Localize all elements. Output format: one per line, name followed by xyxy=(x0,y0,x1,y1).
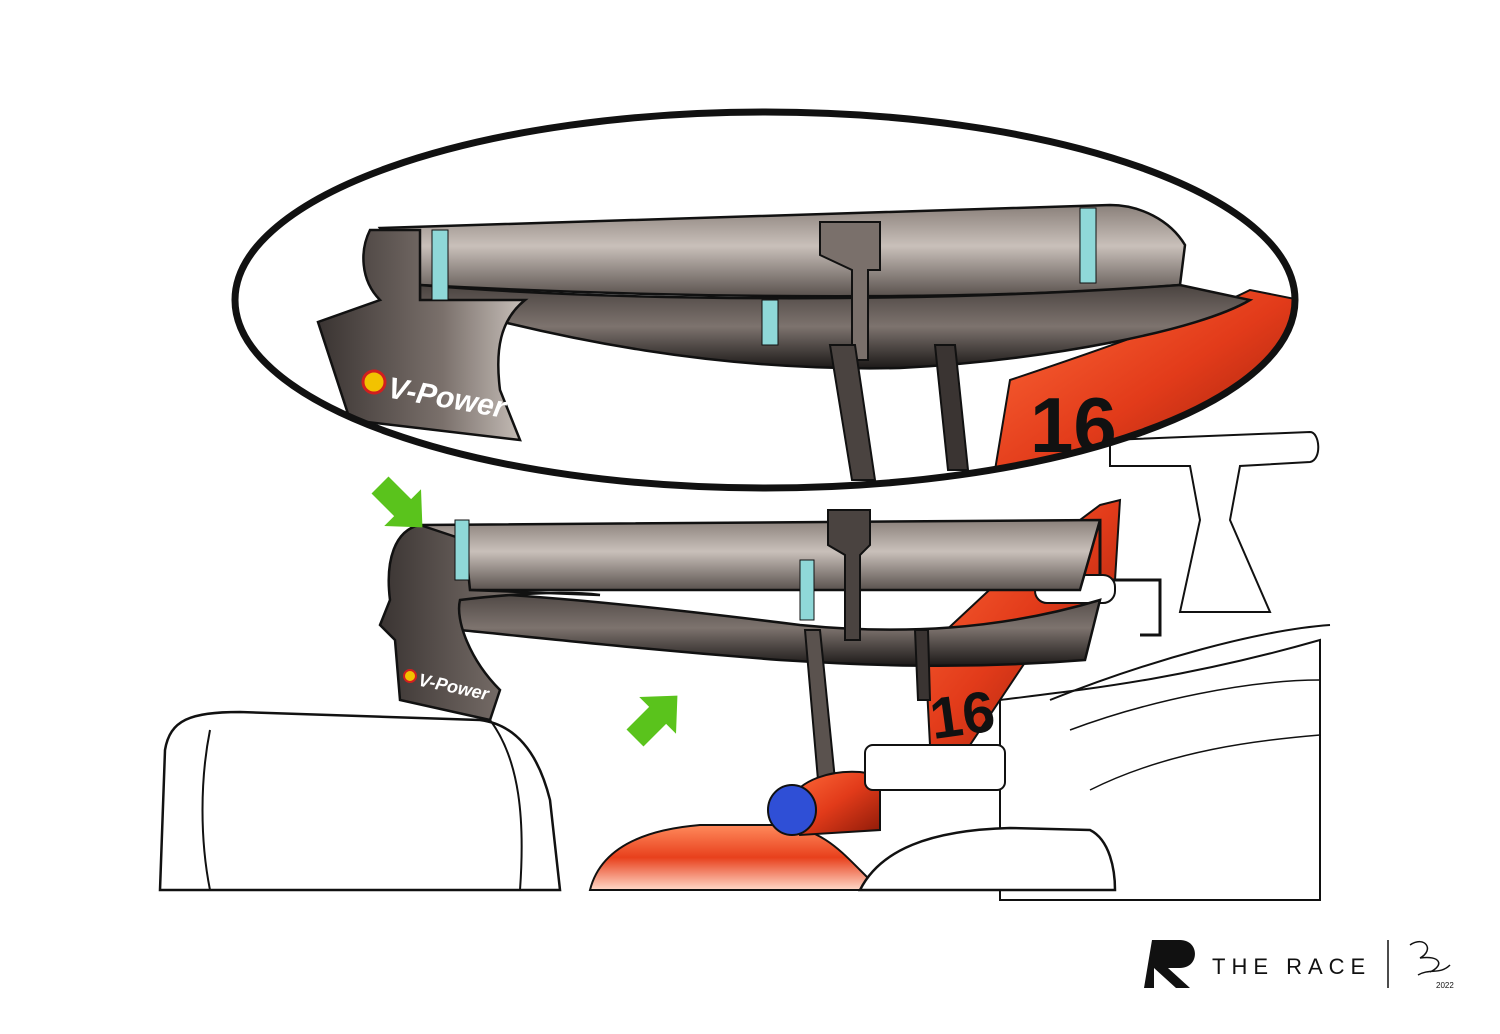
drs-actuator xyxy=(827,509,871,641)
left-endplate xyxy=(378,523,601,722)
arrow-down-right-icon xyxy=(371,476,423,528)
main-car-number: 16 xyxy=(926,679,999,752)
artist-signature: 2022 xyxy=(1409,940,1454,990)
signature-year: 2022 xyxy=(1436,981,1454,990)
rear-tyre xyxy=(158,710,562,892)
detail-drs-actuator xyxy=(819,221,881,361)
watermark: THE RACE 2022 xyxy=(1144,940,1454,990)
engine-cover xyxy=(588,824,883,891)
main-rear-wing-main-plane xyxy=(427,588,1102,668)
the-race-logo-icon xyxy=(1144,940,1195,988)
detail-main-plane xyxy=(418,283,1254,370)
shell-logo-detail xyxy=(361,369,387,395)
main-car-view: 16 V-Power xyxy=(158,430,1331,901)
detail-callout: 16 V-Power xyxy=(231,108,1299,492)
camera-mount xyxy=(1109,430,1320,613)
detail-ellipse-border xyxy=(231,108,1299,492)
mirror xyxy=(864,744,1006,791)
brand-name: THE RACE xyxy=(1212,954,1371,979)
shell-logo-main xyxy=(403,669,417,683)
main-rear-wing-top-flap xyxy=(417,518,1102,592)
blue-airbox xyxy=(767,784,817,836)
arrow-up-right-icon xyxy=(626,695,678,747)
